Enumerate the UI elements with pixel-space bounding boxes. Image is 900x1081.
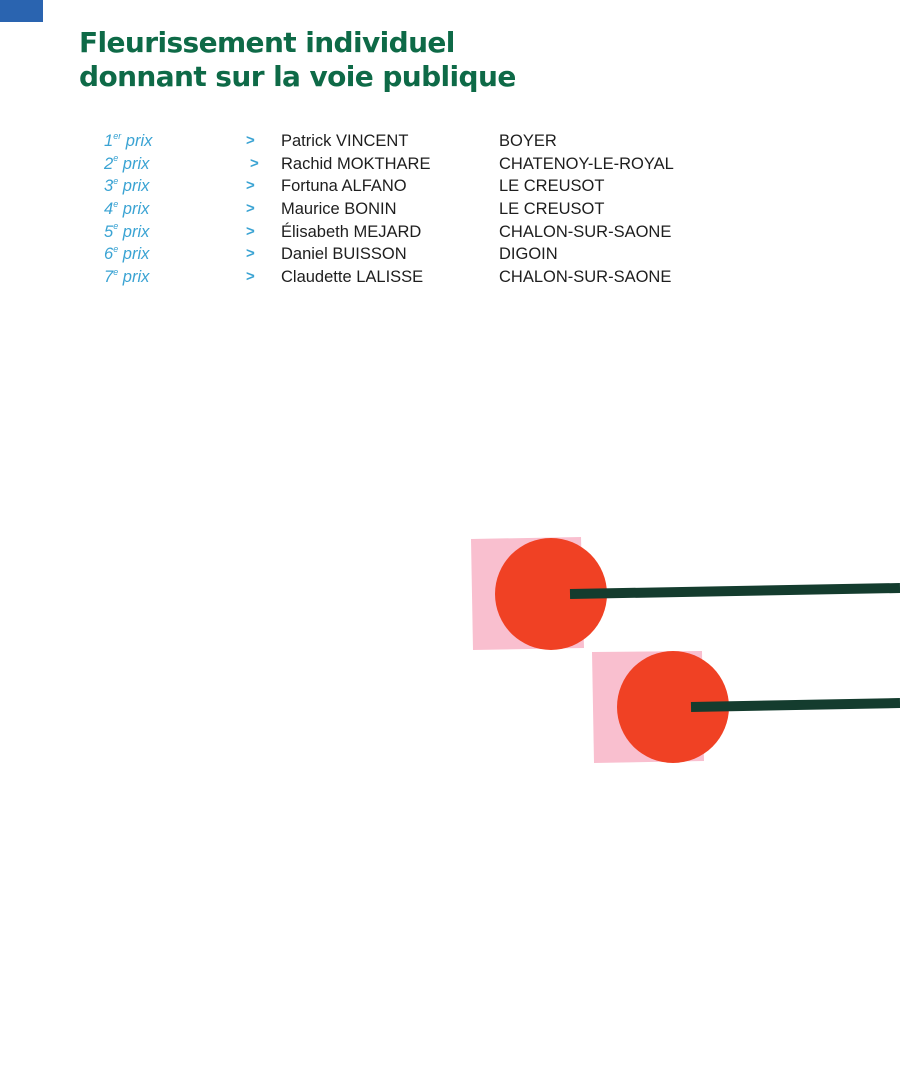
- prize-row: 1er prix > Patrick VINCENT BOYER: [0, 130, 900, 153]
- prize-rank: 7e prix: [104, 266, 150, 287]
- flower-1-circle: [495, 538, 607, 650]
- prize-row: 5e prix > Élisabeth MEJARD CHALON-SUR-SA…: [0, 221, 900, 244]
- winner-name: Maurice BONIN: [281, 200, 397, 219]
- arrow-icon: >: [246, 177, 255, 195]
- prize-rank: 3e prix: [104, 175, 150, 196]
- winner-name: Fortuna ALFANO: [281, 177, 407, 196]
- prize-rank: 4e prix: [104, 198, 150, 219]
- winner-town: LE CREUSOT: [499, 177, 605, 196]
- prize-rank: 5e prix: [104, 221, 150, 241]
- flower-1: [471, 537, 900, 650]
- prize-row: 2e prix > Rachid MOKTHARE CHATENOY-LE-RO…: [0, 153, 900, 176]
- flower-2-circle: [617, 651, 729, 763]
- winner-town: BOYER: [499, 132, 557, 150]
- prize-row: 6e prix > Daniel BUISSON DIGOIN: [0, 243, 900, 266]
- corner-color-tab: [0, 0, 43, 22]
- prize-list: 1er prix > Patrick VINCENT BOYER 2e prix…: [0, 130, 900, 289]
- winner-name: Élisabeth MEJARD: [281, 222, 422, 241]
- winner-name: Claudette LALISSE: [281, 268, 424, 287]
- arrow-icon: >: [246, 200, 255, 218]
- winner-town: CHALON-SUR-SAONE: [499, 268, 672, 287]
- arrow-icon: >: [246, 245, 255, 263]
- prize-rank: 1er prix: [104, 130, 153, 150]
- arrow-icon: >: [246, 132, 255, 149]
- winner-town: DIGOIN: [499, 245, 558, 264]
- prize-row: 3e prix > Fortuna ALFANO LE CREUSOT: [0, 175, 900, 198]
- prize-rank: 6e prix: [104, 243, 150, 264]
- prize-rank: 2e prix: [104, 153, 150, 173]
- winner-town: CHATENOY-LE-ROYAL: [499, 154, 674, 173]
- page-title-line-1: Fleurissement individuel: [79, 26, 455, 59]
- arrow-icon: >: [246, 222, 255, 240]
- page-title-line-2: donnant sur la voie publique: [79, 60, 516, 93]
- prize-row: 7e prix > Claudette LALISSE CHALON-SUR-S…: [0, 266, 900, 289]
- winner-town: CHALON-SUR-SAONE: [499, 222, 672, 241]
- winner-name: Patrick VINCENT: [281, 132, 409, 150]
- arrow-icon: >: [246, 268, 255, 286]
- flower-2: [592, 651, 900, 763]
- flower-2-stem: [690, 698, 900, 712]
- winner-town: LE CREUSOT: [499, 200, 605, 219]
- page-title: Fleurissement individuel donnant sur la …: [79, 26, 516, 94]
- prize-row: 4e prix > Maurice BONIN LE CREUSOT: [0, 198, 900, 221]
- winner-name: Rachid MOKTHARE: [281, 154, 431, 173]
- arrow-icon: >: [250, 154, 259, 172]
- flower-1-stem: [569, 583, 900, 599]
- winner-name: Daniel BUISSON: [281, 245, 407, 264]
